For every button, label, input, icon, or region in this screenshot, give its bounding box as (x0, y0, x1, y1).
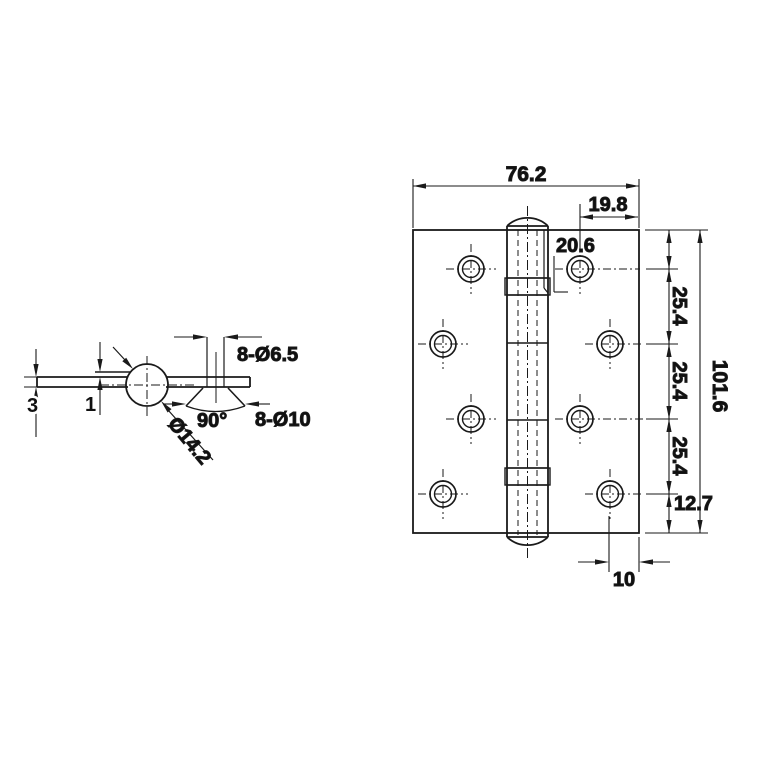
dim-hole-pitch-label-1: 25.4 (668, 287, 690, 327)
dim-countersink-angle-label: 90° (197, 410, 227, 432)
screw-hole (418, 319, 468, 369)
screw-hole (555, 244, 640, 294)
screw-hole (585, 469, 643, 519)
dim-countersink-diameter (164, 401, 270, 407)
side-view-left-leaf (36, 371, 131, 388)
countersink-hole-lines (206, 337, 225, 403)
countersink-cone (185, 387, 246, 413)
dim-overall-width (412, 179, 640, 228)
dim-hole-pitch-chain (666, 230, 672, 533)
dim-hole-pitch-label-3: 25.4 (668, 437, 690, 477)
side-view-right-leaf (166, 376, 251, 388)
dim-hole-to-edge (579, 204, 638, 248)
hinge-plate (412, 229, 640, 534)
screw-hole (418, 469, 468, 519)
screw-hole (446, 394, 496, 444)
dim-countersink-diameter-label: 8-Ø10 (255, 409, 311, 431)
dim-hole-to-edge-label: 19.8 (589, 194, 628, 216)
screw-hole (555, 394, 643, 444)
dim-hole-edge-offset-label: 10 (613, 569, 635, 591)
side-view: 3 1 8-Ø6.5 (24, 334, 311, 469)
front-view: 76.2 19.8 20.6 (412, 163, 732, 592)
dim-leaf-gap-label: 1 (85, 394, 96, 416)
dim-bottom-offset-label: 12.7 (674, 493, 713, 515)
dim-hole-diameter-label: 8-Ø6.5 (237, 344, 298, 366)
dim-knuckle-diameter (112, 346, 214, 461)
dim-overall-width-label: 76.2 (506, 163, 547, 186)
dim-hole-diameter (174, 334, 262, 340)
dim-thickness (24, 349, 52, 437)
dim-center-to-hole-label: 20.6 (556, 235, 595, 257)
screw-hole (446, 244, 496, 294)
screw-hole (585, 319, 643, 369)
dim-thickness-label: 3 (27, 395, 38, 417)
screw-holes (418, 244, 643, 519)
dim-leaf-gap (97, 342, 103, 415)
dim-hole-pitch-label-2: 25.4 (668, 362, 690, 402)
dim-overall-height-label: 101.6 (708, 360, 731, 413)
dim-center-to-hole (553, 256, 568, 293)
dim-overall-height (697, 230, 703, 533)
hinge-barrel (504, 206, 551, 560)
dim-extension-lines (645, 229, 708, 534)
dim-hole-edge-offset (578, 516, 670, 572)
